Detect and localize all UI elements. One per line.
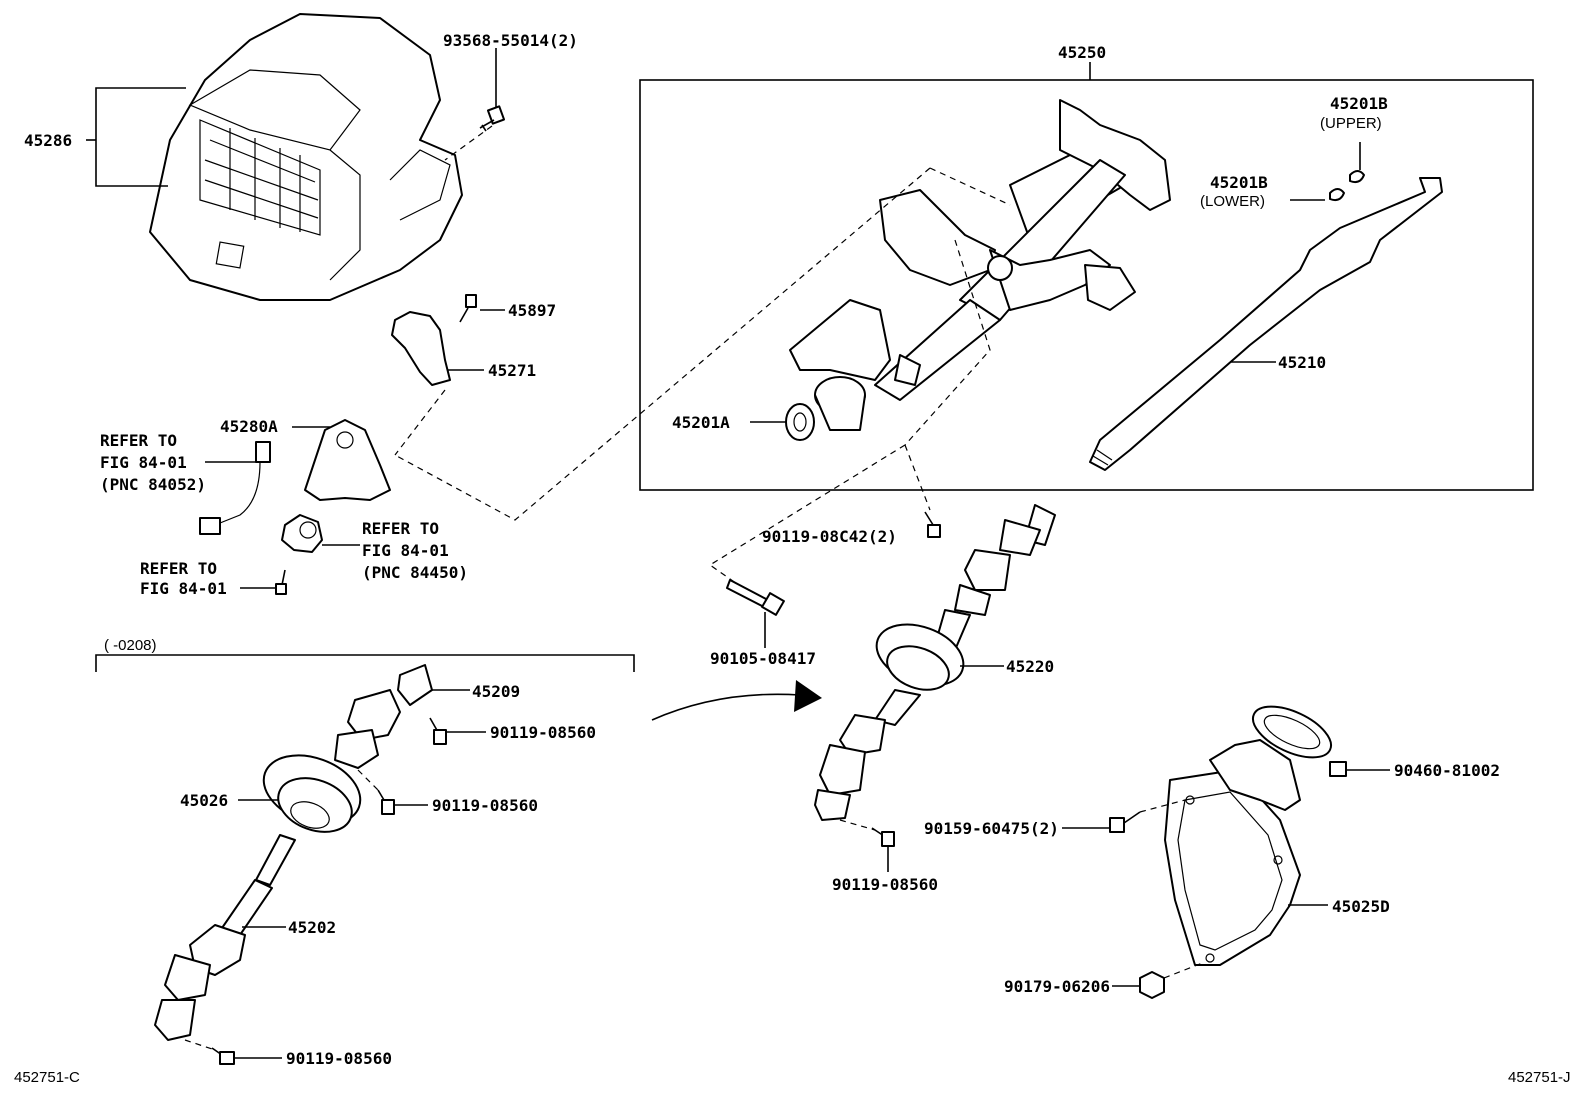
label-90119-08C42: 90119-08C42(2)	[762, 527, 897, 546]
assembly-box-45250	[639, 79, 1534, 491]
bolt-90119-08C42	[924, 511, 941, 538]
label-45210: 45210	[1278, 353, 1326, 372]
label-90119-b: 90119-08560	[432, 796, 538, 815]
steering-column-assembly	[789, 99, 1171, 431]
dash-boot-45025D	[1164, 705, 1332, 966]
label-45025D: 45025D	[1332, 897, 1390, 916]
label-45201A: 45201A	[672, 413, 730, 432]
label-45280A: 45280A	[220, 417, 278, 436]
label-90179: 90179-06206	[1004, 977, 1110, 996]
bracket-45271	[391, 311, 451, 386]
universal-joint-45209	[334, 664, 433, 769]
range-bracket	[95, 654, 635, 672]
label-45201B-upper: 45201B	[1330, 94, 1388, 113]
diagram-code-right: 452751-J	[1508, 1069, 1571, 1086]
label-refer2-b: FIG 84-01	[362, 541, 449, 560]
label-45209: 45209	[472, 682, 520, 701]
label-90119-a: 90119-08560	[490, 723, 596, 742]
label-refer1-c: (PNC 84052)	[100, 475, 206, 494]
label-upper: (UPPER)	[1320, 115, 1382, 132]
screw-45897	[459, 294, 477, 323]
label-45271: 45271	[488, 361, 536, 380]
arrow-icon	[651, 680, 822, 721]
label-45897: 45897	[508, 301, 556, 320]
bolt-90159	[1109, 811, 1141, 833]
bolt-90119-b	[377, 789, 395, 815]
bolt-90119-d	[839, 819, 895, 847]
label-90105: 90105-08417	[710, 649, 816, 668]
clip-45201B	[1329, 170, 1365, 202]
screw-fig84-01	[275, 569, 287, 595]
label-45202: 45202	[288, 918, 336, 937]
label-45201B-lower: 45201B	[1210, 173, 1268, 192]
bolt-90105-08417	[726, 579, 785, 616]
label-refer2-c: (PNC 84450)	[362, 563, 468, 582]
label-90159: 90159-60475(2)	[924, 819, 1059, 838]
intermediate-shaft-45202	[154, 834, 296, 1041]
main-shaft-45210	[1089, 177, 1443, 471]
screw-93568	[479, 105, 506, 132]
label-refer3-a: REFER TO	[140, 559, 217, 578]
boot-45026	[262, 754, 362, 833]
label-45026: 45026	[180, 791, 228, 810]
key-cylinder-84450	[281, 514, 323, 553]
label-refer1-a: REFER TO	[100, 431, 177, 450]
lock-housing-45280A	[304, 419, 391, 501]
bolt-90119-c	[184, 1039, 235, 1065]
column-cover-45286	[149, 13, 463, 301]
intermediate-shaft-45220	[814, 504, 1056, 821]
label-45250: 45250	[1058, 43, 1106, 62]
bushing-45201A	[785, 403, 815, 441]
nut-90179	[1139, 971, 1165, 999]
bolt-90119-a	[429, 717, 447, 745]
label-refer2-a: REFER TO	[362, 519, 439, 538]
label-90119-d: 90119-08560	[832, 875, 938, 894]
label-refer1-b: FIG 84-01	[100, 453, 187, 472]
diagram-code-left: 452751-C	[14, 1069, 80, 1086]
label-range: ( -0208)	[104, 637, 157, 654]
label-refer3-b: FIG 84-01	[140, 579, 227, 598]
label-45286: 45286	[24, 131, 72, 150]
clamp-90460	[1329, 761, 1347, 777]
label-45220: 45220	[1006, 657, 1054, 676]
label-93568: 93568-55014(2)	[443, 31, 578, 50]
label-lower: (LOWER)	[1200, 193, 1265, 210]
switch-connector-84052	[199, 441, 271, 535]
label-90460: 90460-81002	[1394, 761, 1500, 780]
label-90119-c: 90119-08560	[286, 1049, 392, 1068]
